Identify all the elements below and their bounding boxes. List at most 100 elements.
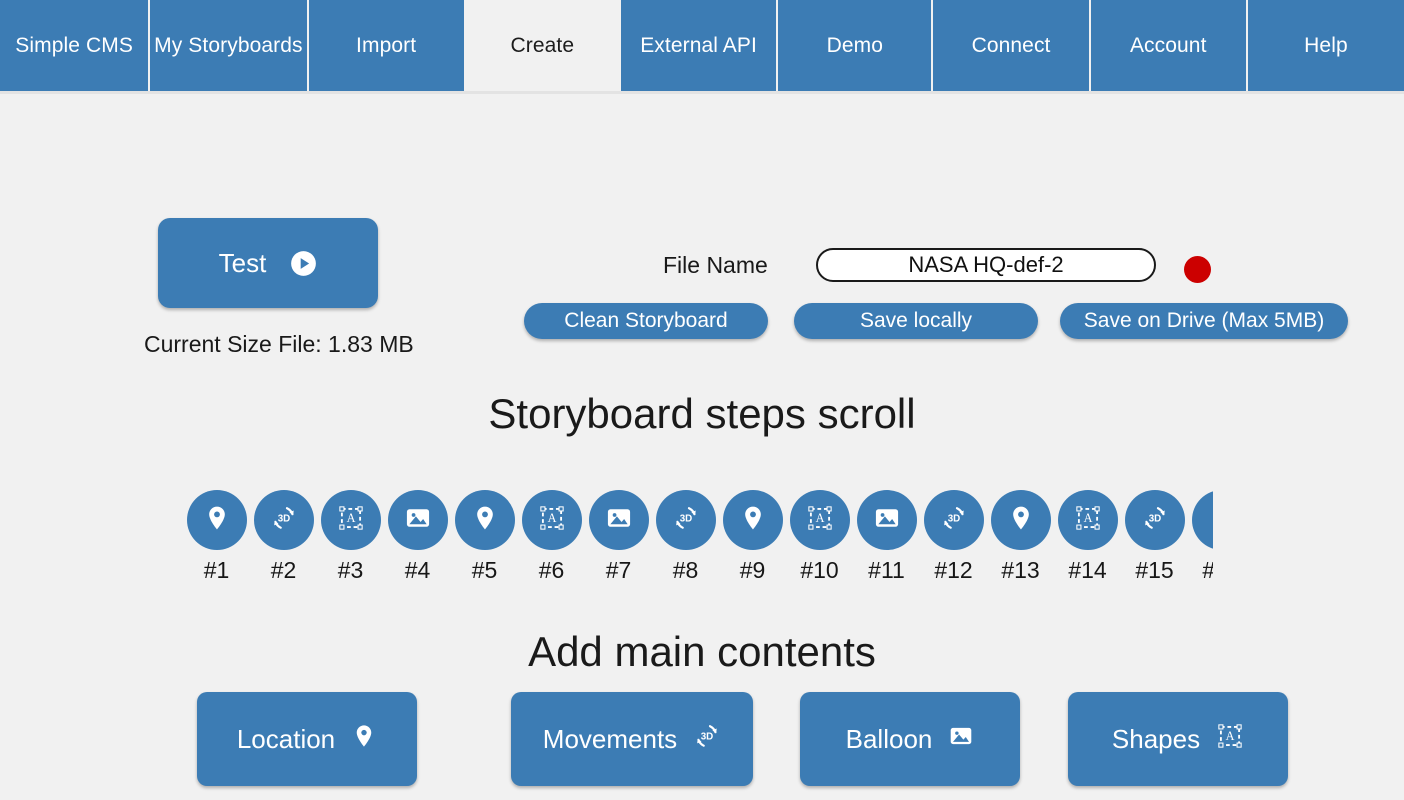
svg-text:A: A bbox=[1226, 729, 1235, 743]
nav-item-demo[interactable]: Demo bbox=[778, 0, 932, 91]
step-label: #9 bbox=[739, 557, 766, 583]
step-label: #16 bbox=[1202, 557, 1213, 584]
shapes-text-icon: A bbox=[806, 504, 834, 537]
step-circle-8[interactable]: 3D bbox=[655, 490, 716, 550]
movement-3d-icon: 3D bbox=[693, 722, 721, 757]
step-label: #4 bbox=[404, 557, 431, 583]
step-circle-13[interactable] bbox=[990, 490, 1051, 550]
nav-item-external-api[interactable]: External API bbox=[620, 0, 777, 91]
test-button[interactable]: Test bbox=[158, 218, 378, 308]
step-label: #1 bbox=[203, 557, 230, 583]
location-pin-icon bbox=[351, 723, 377, 756]
storyboard-step[interactable]: A #3 bbox=[317, 490, 384, 584]
svg-text:3D: 3D bbox=[1148, 513, 1161, 524]
location-pin-icon bbox=[203, 504, 231, 537]
step-circle-3[interactable]: A bbox=[320, 490, 381, 550]
step-label: #10 bbox=[800, 557, 839, 583]
add-shapes-button[interactable]: Shapes A bbox=[1068, 692, 1288, 786]
step-circle-2[interactable]: 3D bbox=[253, 490, 314, 550]
shapes-text-icon: A bbox=[337, 504, 365, 537]
step-label: #13 bbox=[1001, 557, 1040, 583]
add-location-button[interactable]: Location bbox=[197, 692, 417, 786]
test-button-label: Test bbox=[218, 247, 267, 278]
storyboard-step[interactable]: #11 bbox=[853, 490, 920, 584]
nav-item-import[interactable]: Import bbox=[308, 0, 464, 91]
nav-item-connect[interactable]: Connect bbox=[933, 0, 1089, 91]
movement-3d-icon: 3D bbox=[1141, 504, 1169, 537]
save-locally-button[interactable]: Save locally bbox=[794, 303, 1038, 339]
storyboard-step[interactable]: #7 bbox=[585, 490, 652, 584]
storyboard-step[interactable]: 3D #8 bbox=[652, 490, 719, 584]
location-pin-icon bbox=[471, 504, 499, 537]
clean-storyboard-button[interactable]: Clean Storyboard bbox=[524, 303, 768, 339]
location-pin-icon bbox=[1007, 504, 1035, 537]
nav-separator bbox=[1088, 0, 1091, 91]
add-movements-label: Movements bbox=[542, 723, 678, 754]
step-circle-16[interactable] bbox=[1191, 490, 1214, 550]
svg-text:3D: 3D bbox=[947, 513, 960, 524]
step-circle-12[interactable]: 3D bbox=[923, 490, 984, 550]
storyboard-step[interactable]: #16 bbox=[1188, 490, 1213, 584]
shapes-text-icon: A bbox=[1074, 504, 1102, 537]
file-name-input[interactable] bbox=[816, 248, 1156, 282]
step-label: #3 bbox=[337, 557, 364, 583]
navbar-underline bbox=[0, 91, 1404, 94]
add-balloon-button[interactable]: Balloon bbox=[800, 692, 1020, 786]
nav-item-help[interactable]: Help bbox=[1247, 0, 1404, 91]
location-pin-icon bbox=[1208, 504, 1214, 537]
nav-item-my-storyboards[interactable]: My Storyboards bbox=[150, 0, 307, 91]
add-movements-button[interactable]: Movements 3D bbox=[511, 692, 753, 786]
save-on-drive-label: Save on Drive (Max 5MB) bbox=[1083, 309, 1325, 332]
step-circle-5[interactable] bbox=[454, 490, 515, 550]
movement-3d-icon: 3D bbox=[270, 504, 298, 537]
storyboard-step[interactable]: #5 bbox=[451, 490, 518, 584]
shapes-text-icon: A bbox=[538, 504, 566, 537]
svg-text:3D: 3D bbox=[277, 513, 290, 524]
step-label: #7 bbox=[605, 557, 632, 583]
svg-text:3D: 3D bbox=[701, 731, 714, 742]
step-circle-6[interactable]: A bbox=[521, 490, 582, 550]
add-main-contents-title: Add main contents bbox=[528, 628, 876, 675]
step-label: #12 bbox=[934, 557, 973, 583]
step-circle-14[interactable]: A bbox=[1057, 490, 1118, 550]
save-on-drive-button[interactable]: Save on Drive (Max 5MB) bbox=[1060, 303, 1348, 339]
storyboard-step[interactable]: A #6 bbox=[518, 490, 585, 584]
nav-item-simple-cms[interactable]: Simple CMS bbox=[0, 0, 149, 91]
clean-storyboard-label: Clean Storyboard bbox=[564, 309, 728, 332]
storyboard-steps-scroll[interactable]: #1 3D#2 A #3 #4 #5 A #6 #7 3D #8 #9 A #10 #11 3D #12 #13 A… bbox=[183, 490, 1213, 590]
step-label: #5 bbox=[471, 557, 498, 583]
nav-separator bbox=[1245, 0, 1248, 91]
step-circle-1[interactable] bbox=[186, 490, 247, 550]
storyboard-step[interactable]: 3D#2 bbox=[250, 490, 317, 584]
storyboard-step[interactable]: 3D #12 bbox=[920, 490, 987, 584]
nav-item-create[interactable]: Create bbox=[465, 0, 619, 91]
svg-text:3D: 3D bbox=[679, 513, 692, 524]
storyboard-step[interactable]: #1 bbox=[183, 490, 250, 584]
svg-text:A: A bbox=[547, 511, 556, 525]
nav-separator bbox=[306, 0, 309, 91]
image-icon bbox=[873, 504, 901, 537]
svg-text:A: A bbox=[815, 511, 824, 525]
location-pin-icon bbox=[739, 504, 767, 537]
storyboard-step[interactable]: #4 bbox=[384, 490, 451, 584]
step-circle-10[interactable]: A bbox=[789, 490, 850, 550]
storyboard-step[interactable]: #13 bbox=[987, 490, 1054, 584]
add-balloon-label: Balloon bbox=[845, 723, 933, 754]
step-circle-15[interactable]: 3D bbox=[1124, 490, 1185, 550]
step-circle-9[interactable] bbox=[722, 490, 783, 550]
svg-text:A: A bbox=[346, 511, 355, 525]
step-circle-11[interactable] bbox=[856, 490, 917, 550]
step-label: #6 bbox=[538, 557, 565, 583]
step-circle-7[interactable] bbox=[588, 490, 649, 550]
step-circle-4[interactable] bbox=[387, 490, 448, 550]
rec-dot-icon[interactable] bbox=[1184, 256, 1211, 283]
image-icon bbox=[605, 504, 633, 537]
nav-item-account[interactable]: Account bbox=[1090, 0, 1246, 91]
step-label: #8 bbox=[672, 557, 699, 583]
storyboard-step[interactable]: A#14 bbox=[1054, 490, 1121, 584]
storyboard-step[interactable]: 3D#15 bbox=[1121, 490, 1188, 584]
add-shapes-label: Shapes bbox=[1111, 723, 1201, 754]
storyboard-step[interactable]: #9 bbox=[719, 490, 786, 584]
storyboard-step[interactable]: A #10 bbox=[786, 490, 853, 584]
